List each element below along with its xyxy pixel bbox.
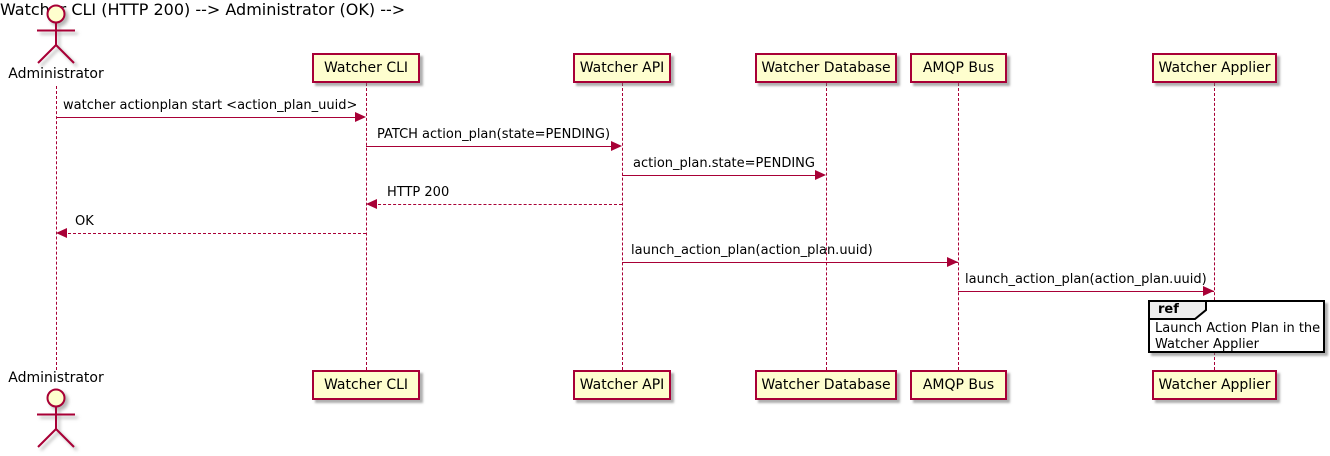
ref-text: Launch Action Plan in the Watcher Applie… bbox=[1155, 321, 1321, 352]
lifeline-watcher-applier bbox=[1214, 83, 1215, 370]
lifeline-watcher-cli bbox=[366, 83, 367, 370]
participant-watcher-cli-bottom: Watcher CLI bbox=[312, 370, 420, 400]
participant-label: AMQP Bus bbox=[922, 60, 995, 76]
participant-watcher-cli-top: Watcher CLI bbox=[312, 53, 420, 83]
participant-watcher-applier-top: Watcher Applier bbox=[1152, 53, 1277, 83]
arrowhead-icon bbox=[947, 257, 958, 267]
lifeline-watcher-api bbox=[622, 83, 623, 370]
participant-watcher-api-top: Watcher API bbox=[573, 53, 671, 83]
message-label: HTTP 200 bbox=[387, 185, 450, 200]
participant-label: Watcher Database bbox=[761, 377, 891, 393]
participant-watcher-database-top: Watcher Database bbox=[755, 53, 897, 83]
participant-amqp-bus-bottom: AMQP Bus bbox=[910, 370, 1007, 400]
actor-icon bbox=[37, 4, 75, 64]
lifeline-amqp-bus bbox=[958, 83, 959, 370]
ref-fragment: ref Launch Action Plan in the Watcher Ap… bbox=[1148, 300, 1325, 353]
participant-amqp-bus-top: AMQP Bus bbox=[910, 53, 1007, 83]
participant-watcher-applier-bottom: Watcher Applier bbox=[1152, 370, 1277, 400]
participant-watcher-api-bottom: Watcher API bbox=[573, 370, 671, 400]
message-label: PATCH action_plan(state=PENDING) bbox=[377, 127, 611, 142]
message-line bbox=[366, 146, 620, 147]
participant-label: Watcher Applier bbox=[1158, 60, 1271, 76]
arrowhead-icon bbox=[1203, 286, 1214, 296]
message-line bbox=[622, 175, 824, 176]
arrowhead-icon bbox=[355, 112, 366, 122]
message-line bbox=[958, 291, 1214, 292]
lifeline-watcher-database bbox=[826, 83, 827, 370]
participant-label: Watcher API bbox=[579, 60, 665, 76]
arrowhead-icon bbox=[611, 141, 622, 151]
message-line bbox=[58, 233, 366, 234]
actor-label-top: Administrator bbox=[8, 66, 104, 82]
participant-watcher-database-bottom: Watcher Database bbox=[755, 370, 897, 400]
message-label: action_plan.state=PENDING bbox=[633, 156, 815, 171]
arrowhead-icon bbox=[366, 199, 377, 209]
message-label: launch_action_plan(action_plan.uuid) bbox=[965, 272, 1207, 287]
ref-tab-label: ref bbox=[1158, 302, 1179, 317]
message-label: launch_action_plan(action_plan.uuid) bbox=[631, 243, 873, 258]
ref-tab-icon bbox=[1148, 300, 1207, 320]
participant-label: AMQP Bus bbox=[922, 377, 995, 393]
arrowhead-icon bbox=[56, 228, 67, 238]
message-label: OK bbox=[75, 214, 94, 229]
participant-label: Watcher API bbox=[579, 377, 665, 393]
actor-icon bbox=[37, 388, 75, 448]
message-line bbox=[622, 262, 958, 263]
participant-label: Watcher Applier bbox=[1158, 377, 1271, 393]
message-line bbox=[368, 204, 622, 205]
participant-label: Watcher CLI bbox=[323, 377, 409, 393]
participant-label: Watcher Database bbox=[761, 60, 891, 76]
arrowhead-icon bbox=[815, 170, 826, 180]
participant-label: Watcher CLI bbox=[323, 60, 409, 76]
message-line bbox=[56, 117, 364, 118]
message-label: watcher actionplan start <action_plan_uu… bbox=[63, 98, 358, 113]
actor-label-bottom: Administrator bbox=[8, 370, 104, 386]
